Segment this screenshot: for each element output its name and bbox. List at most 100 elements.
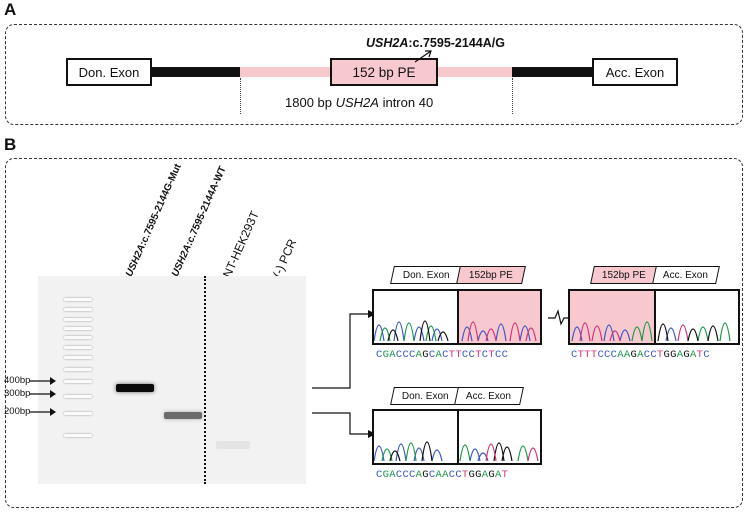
ladder-band bbox=[64, 356, 92, 359]
top-right-pe-text: 152bp PE bbox=[602, 269, 646, 281]
panel-a-frame bbox=[5, 24, 743, 125]
break-squiggle bbox=[548, 309, 570, 326]
bottom-chromatogram bbox=[372, 409, 542, 465]
pseudoexon-box: 152 bp PE bbox=[330, 58, 438, 86]
base-letter: G bbox=[670, 349, 677, 361]
base-letter: A bbox=[481, 469, 489, 481]
base-letter: A bbox=[442, 469, 449, 481]
base-letter: C bbox=[703, 349, 710, 361]
bottom-don-exon-tag: Don. Exon bbox=[390, 387, 460, 405]
variant-label: USH2A:c.7595-2144A/G bbox=[366, 36, 505, 50]
panel-b-frame bbox=[5, 158, 743, 508]
base-letter: A bbox=[617, 349, 624, 361]
ladder-band bbox=[64, 412, 92, 415]
base-letter: T bbox=[461, 469, 469, 481]
marker-400-label: 400bp bbox=[4, 375, 31, 386]
ladder-band bbox=[64, 434, 92, 437]
base-letter: T bbox=[584, 349, 591, 361]
base-letter: A bbox=[623, 349, 631, 361]
base-letter: A bbox=[494, 469, 502, 481]
base-letter: A bbox=[415, 469, 423, 481]
top-left-chromatogram bbox=[372, 289, 542, 345]
intron-end-guide bbox=[512, 78, 513, 114]
nt-lane-smear bbox=[216, 441, 250, 449]
base-letter: C bbox=[428, 469, 436, 481]
panel-b-letter: B bbox=[4, 135, 17, 154]
bottom-junction-line bbox=[457, 411, 459, 463]
base-letter: T bbox=[488, 349, 495, 361]
base-letter: G bbox=[663, 349, 671, 361]
base-letter: C bbox=[395, 349, 403, 361]
base-letter: C bbox=[402, 469, 410, 481]
bottom-acc-exon-tag: Acc. Exon bbox=[454, 387, 524, 405]
base-letter: T bbox=[577, 349, 585, 361]
right-intron-flank bbox=[512, 67, 594, 77]
base-letter: A bbox=[637, 349, 644, 361]
base-letter: C bbox=[395, 469, 403, 481]
intron-suffix: intron 40 bbox=[378, 95, 434, 110]
base-letter: G bbox=[422, 469, 429, 481]
base-letter: T bbox=[590, 349, 598, 361]
base-letter: G bbox=[422, 349, 429, 361]
marker-200bp: 200bp bbox=[4, 406, 57, 417]
base-letter: C bbox=[468, 349, 476, 361]
bottom-acc-exon-text: Acc. Exon bbox=[466, 390, 512, 402]
junction-line-right bbox=[654, 291, 656, 343]
base-letter: C bbox=[501, 349, 509, 361]
base-letter: T bbox=[501, 469, 509, 481]
base-letter: T bbox=[455, 349, 462, 361]
ladder-band bbox=[64, 380, 92, 383]
seq-top-left-letters: CGACCCAGCA bbox=[376, 349, 442, 361]
variant-gene: USH2A bbox=[366, 36, 409, 50]
base-letter: T bbox=[475, 349, 482, 361]
ladder-band bbox=[64, 298, 92, 301]
base-letter: G bbox=[630, 349, 638, 361]
base-letter: C bbox=[610, 349, 618, 361]
base-letter: G bbox=[468, 469, 476, 481]
marker-300-arrow bbox=[30, 389, 57, 398]
top-don-exon-text: Don. Exon bbox=[402, 269, 450, 281]
base-letter: G bbox=[382, 349, 390, 361]
panel-a-letter: A bbox=[4, 0, 17, 19]
ladder-band bbox=[64, 346, 92, 349]
base-letter: A bbox=[676, 349, 684, 361]
base-letter: G bbox=[382, 469, 390, 481]
intron-start-guide bbox=[240, 78, 241, 114]
bottom-trace-peaks bbox=[374, 441, 539, 462]
ladder-band bbox=[64, 336, 92, 339]
base-letter: C bbox=[643, 349, 651, 361]
donor-exon-label: Don. Exon bbox=[78, 64, 140, 80]
trace-peaks bbox=[374, 320, 537, 342]
base-letter: C bbox=[650, 349, 657, 361]
top-don-exon-tag: Don. Exon bbox=[390, 266, 462, 284]
base-letter: C bbox=[571, 349, 578, 361]
base-letter: C bbox=[604, 349, 611, 361]
donor-exon-box: Don. Exon bbox=[66, 58, 152, 86]
junction-line bbox=[457, 291, 459, 343]
base-letter: A bbox=[435, 349, 443, 361]
top-pe-tag: 152bp PE bbox=[456, 266, 526, 284]
intron-pink-right bbox=[436, 67, 512, 77]
seq-bottom-right-letters: ACCTGGAGAT bbox=[442, 469, 508, 481]
base-letter: T bbox=[696, 349, 704, 361]
base-letter: C bbox=[442, 349, 449, 361]
bottom-don-exon-text: Don. Exon bbox=[401, 390, 449, 402]
base-letter: C bbox=[448, 469, 456, 481]
marker-200-label: 200bp bbox=[4, 406, 31, 417]
seq-top-right-a-letters: CTTTCCCAA bbox=[571, 349, 630, 361]
base-letter: C bbox=[409, 469, 416, 481]
base-letter: C bbox=[455, 469, 462, 481]
ladder-band bbox=[64, 395, 92, 398]
seq-top-right-b-letters: GACCTGGAGATC bbox=[630, 349, 709, 361]
pe-shading bbox=[458, 291, 540, 343]
top-right-pe-tag: 152bp PE bbox=[590, 266, 658, 284]
base-letter: T bbox=[448, 349, 456, 361]
intron-prefix: 1800 bp bbox=[285, 95, 336, 110]
pseudoexon-label: 152 bp PE bbox=[352, 64, 416, 80]
ladder-band bbox=[64, 368, 92, 371]
ladder-band bbox=[64, 327, 92, 330]
base-letter: A bbox=[389, 349, 396, 361]
marker-400bp: 400bp bbox=[4, 375, 57, 386]
base-letter: C bbox=[428, 349, 436, 361]
base-letter: C bbox=[376, 469, 383, 481]
